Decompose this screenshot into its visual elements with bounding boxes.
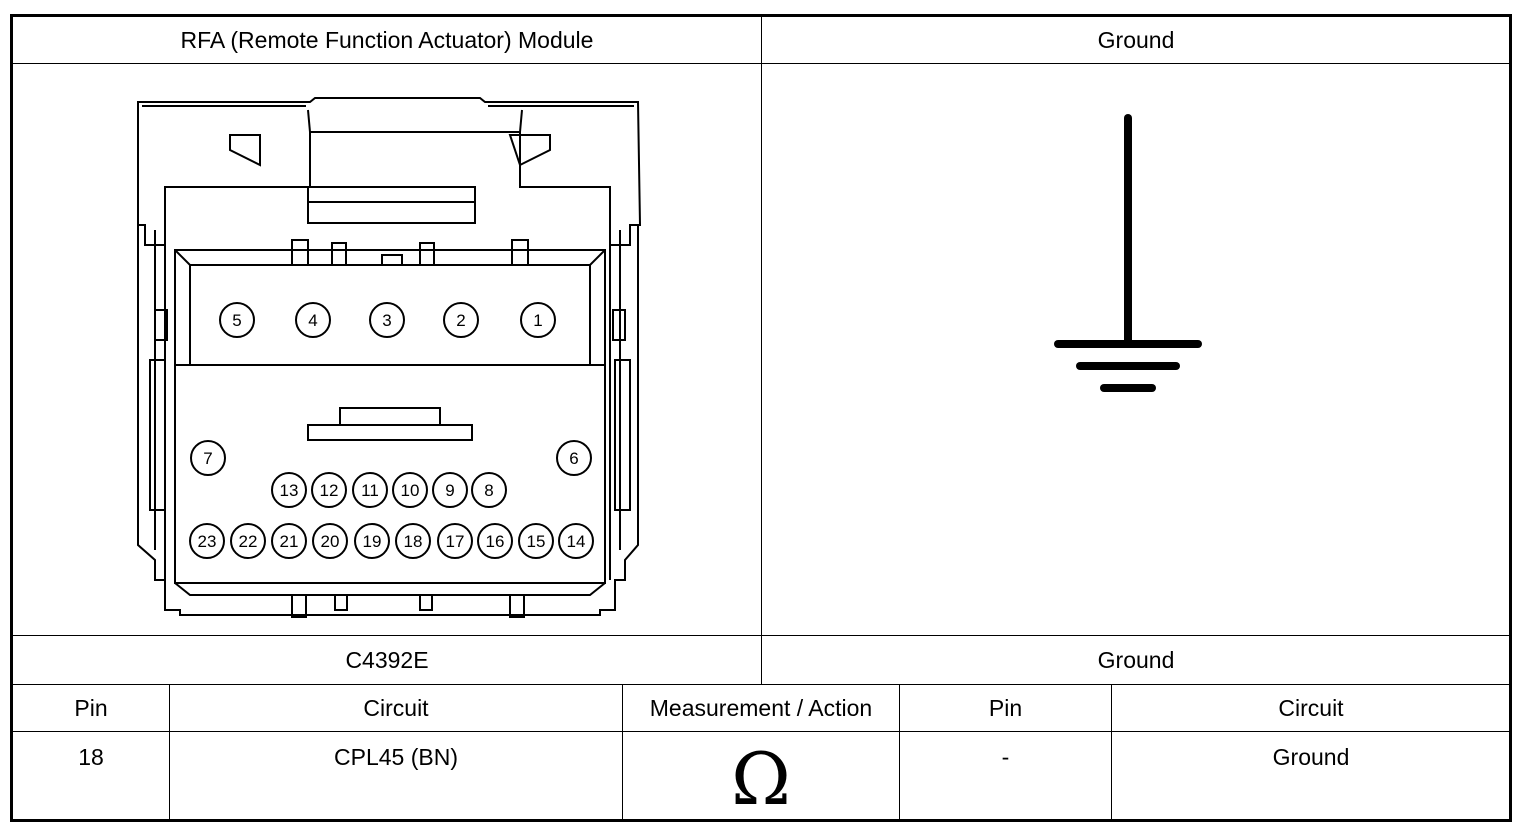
svg-text:3: 3 [382,311,391,330]
svg-text:4: 4 [308,311,317,330]
header-circuit-b: Circuit [1278,694,1344,721]
header-measurement-action: Measurement / Action [649,694,873,721]
svg-text:2: 2 [456,311,465,330]
module-title: RFA (Remote Function Actuator) Module [180,26,594,53]
header-pin: Pin [74,694,108,721]
svg-text:13: 13 [280,481,299,500]
svg-text:6: 6 [569,449,578,468]
diagram-frame [10,14,1512,822]
pin-top-row: 5 4 3 2 1 [219,302,556,338]
header-pin-b: Pin [988,694,1023,721]
divider [1111,684,1112,820]
pin-middle-row: 13 12 11 10 9 8 [271,472,507,508]
svg-text:8: 8 [484,481,493,500]
row-pin-a: 18 [78,744,104,770]
svg-text:12: 12 [320,481,339,500]
svg-text:7: 7 [203,449,212,468]
pin-side: 7 6 [190,440,592,476]
ground-label: Ground [1097,646,1175,673]
connector-face-diagram: 5 4 3 2 1 7 6 13 12 11 10 9 [137,97,642,618]
svg-text:5: 5 [232,311,241,330]
ohm-icon: Ω [731,737,791,821]
ground-title: Ground [1097,26,1175,53]
row-pin-b: - [1001,744,1010,770]
svg-text:18: 18 [404,532,423,551]
divider [761,16,762,684]
svg-text:21: 21 [280,532,299,551]
svg-text:1: 1 [533,311,542,330]
divider [12,684,1510,685]
svg-text:14: 14 [567,532,586,551]
connector-id: C4392E [345,646,429,673]
divider [169,684,170,820]
ground-symbol-icon [1054,114,1202,392]
svg-text:9: 9 [445,481,454,500]
divider [12,731,1510,732]
svg-text:10: 10 [401,481,420,500]
svg-text:20: 20 [321,532,340,551]
svg-text:17: 17 [446,532,465,551]
header-circuit: Circuit [363,694,429,721]
svg-text:23: 23 [198,532,217,551]
pin-bottom-row: 23 22 21 20 19 18 17 16 15 14 [189,523,594,559]
svg-text:22: 22 [239,532,258,551]
row-circuit-b: Ground [1272,744,1350,770]
divider [622,684,623,820]
divider [899,684,900,820]
svg-text:19: 19 [363,532,382,551]
svg-text:16: 16 [486,532,505,551]
svg-text:11: 11 [361,481,379,500]
row-circuit-a: CPL45 (BN) [334,744,458,770]
svg-text:15: 15 [527,532,546,551]
